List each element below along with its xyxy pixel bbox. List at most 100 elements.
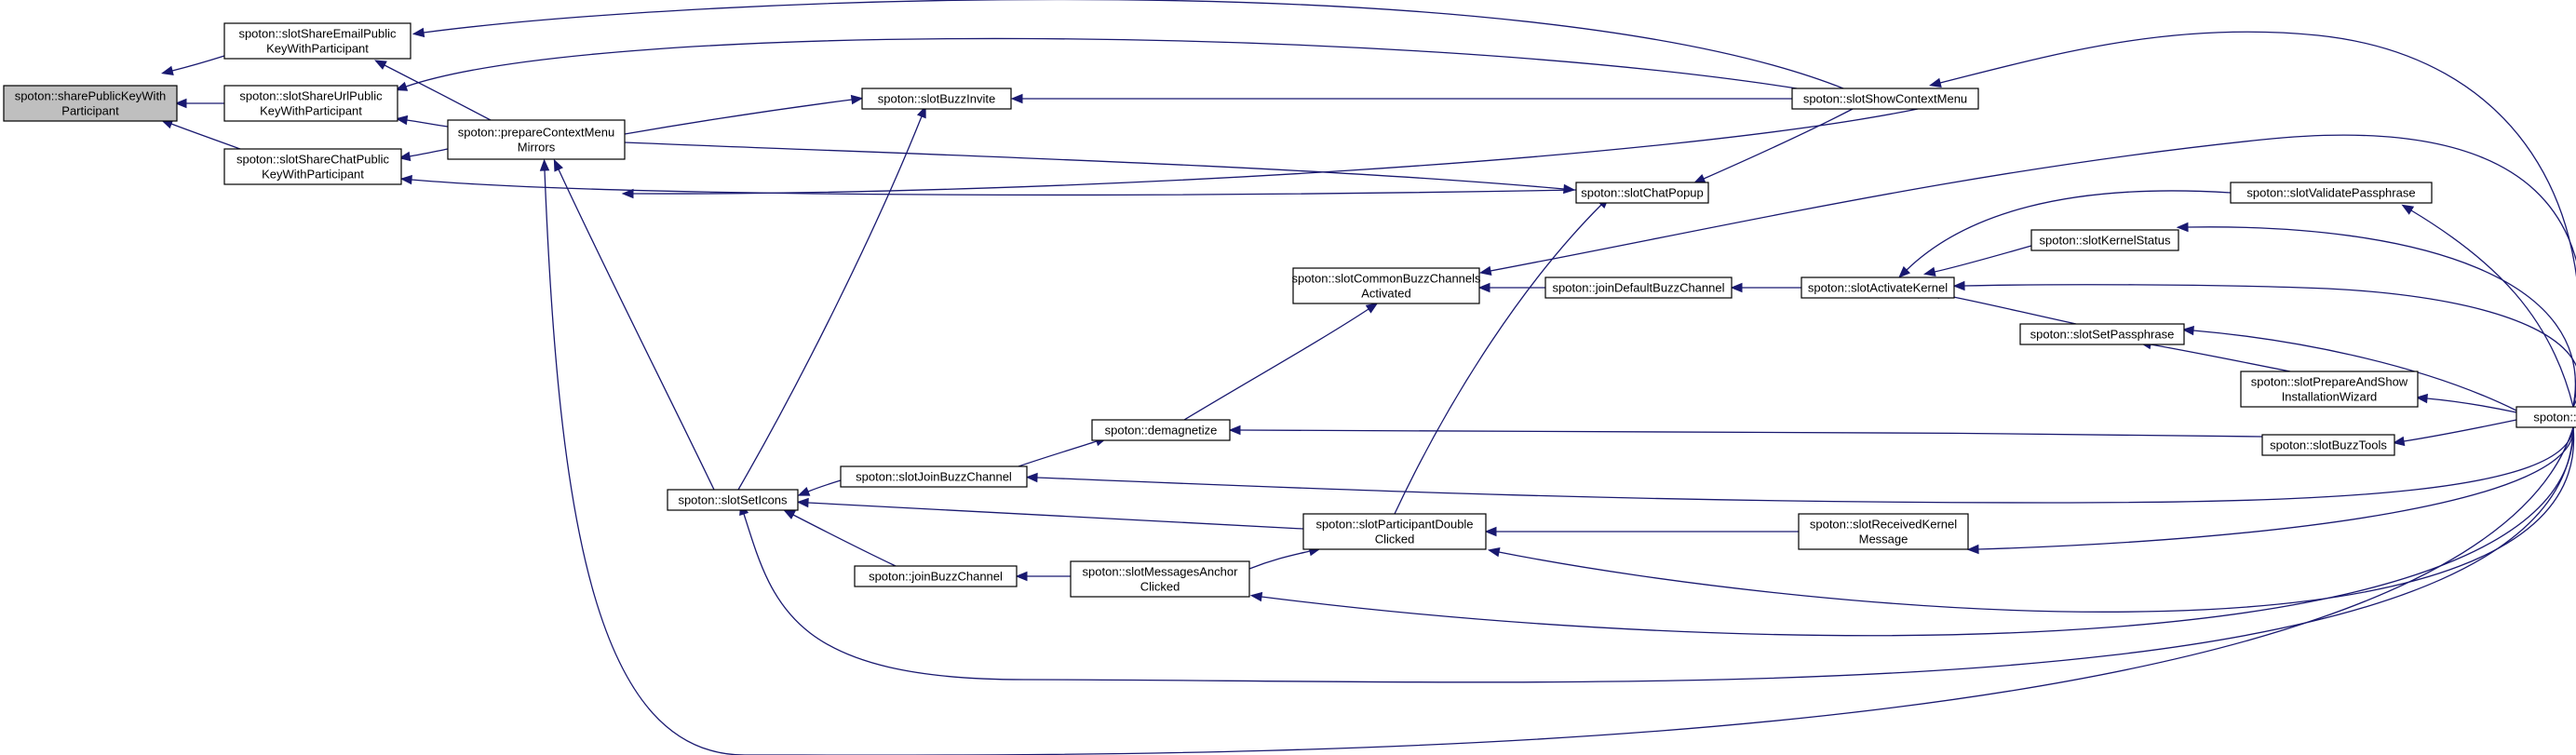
edge-line [384, 64, 492, 121]
node-box [1070, 560, 1250, 598]
edge-slot-kernel-status-to-slot-activate-kernel [1922, 245, 2032, 277]
edge-slot-show-context-menu-to-slot-share-url-public-key-with-participant [395, 37, 1798, 91]
edge-spoton-to-slot-activate-kernel [1952, 280, 2576, 408]
edge-spoton-to-slot-prepare-and-show-installation-wizard [2415, 393, 2517, 413]
node-label-line: spoton::joinDefaultBuzzChannel [1552, 281, 1724, 295]
node-label-line: spoton::slotMessagesAnchor [1083, 565, 1239, 579]
node-slot-chat-popup[interactable]: spoton::slotChatPopup [1575, 182, 1709, 204]
node-label-line: spoton::joinBuzzChannel [869, 570, 1003, 584]
edge-slot-show-context-menu-to-slot-share-email-public-key-with-participant [411, 0, 1844, 89]
edge-slot-share-url-public-key-with-participant-to-share-public-key-with-participant [174, 98, 224, 109]
node-box [223, 85, 398, 122]
edge-line [171, 55, 225, 72]
node-demagnetize[interactable]: spoton::demagnetize [1091, 419, 1231, 441]
edge-slot-chat-popup-to-slot-share-chat-public-key-with-participant [399, 174, 1577, 196]
node-slot-join-buzz-channel[interactable]: spoton::slotJoinBuzzChannel [840, 465, 1028, 488]
edge-line [624, 99, 853, 135]
edge-line [558, 169, 715, 491]
node-slot-buzz-invite[interactable]: spoton::slotBuzzInvite [861, 88, 1012, 110]
node-box [2515, 406, 2576, 428]
edge-slot-validate-passphrase-to-slot-activate-kernel [1898, 190, 2232, 278]
node-box [840, 465, 1028, 488]
edge-slot-set-icons-to-prepare-context-menu-mirrors [553, 158, 715, 491]
arrowhead [916, 105, 926, 119]
node-label-line: spoton::demagnetize [1105, 424, 1218, 438]
edge-line [2410, 209, 2574, 408]
edge-join-buzz-channel-to-slot-set-icons [783, 509, 897, 567]
node-slot-share-url-public-key-with-participant[interactable]: spoton::slotShareUrlPublicKeyWithPartici… [223, 85, 398, 122]
edge-prepare-context-menu-mirrors-to-slot-share-url-public-key-with-participant [395, 115, 449, 128]
edge-line [1183, 308, 1369, 421]
node-slot-activate-kernel[interactable]: spoton::slotActivateKernel [1801, 276, 1955, 299]
edge-spoton-to-slot-show-context-menu [1929, 31, 2576, 408]
node-slot-set-icons[interactable]: spoton::slotSetIcons [667, 489, 799, 511]
node-label-line: spoton::slotKernelStatus [2040, 234, 2171, 248]
node-join-buzz-channel[interactable]: spoton::joinBuzzChannel [854, 565, 1018, 587]
edge-line [405, 37, 1798, 89]
node-slot-kernel-status[interactable]: spoton::slotKernelStatus [2030, 229, 2179, 251]
edge-line [411, 179, 1577, 196]
edge-line [1498, 426, 2574, 613]
node-spoton[interactable]: spoton::spoton [2515, 406, 2576, 428]
arrowhead [161, 65, 174, 75]
arrowhead [1952, 280, 1965, 291]
arrowhead [1228, 425, 1241, 436]
node-box [1798, 513, 1969, 550]
node-label-line: KeyWithParticipant [262, 168, 364, 182]
edge-line [1261, 426, 2574, 637]
edge-prepare-context-menu-mirrors-to-slot-chat-popup [624, 142, 1576, 195]
node-label-line: Mirrors [518, 141, 556, 155]
edge-line [1036, 426, 2574, 504]
edge-line [544, 169, 2574, 755]
edge-line [743, 426, 2574, 683]
arrowhead [2176, 222, 2189, 233]
edge-line [406, 119, 449, 128]
node-slot-set-passphrase[interactable]: spoton::slotSetPassphrase [2019, 323, 2185, 345]
node-slot-share-chat-public-key-with-participant[interactable]: spoton::slotShareChatPublicKeyWithPartic… [223, 148, 402, 185]
edge-spoton-to-slot-kernel-status [2176, 222, 2576, 408]
node-label-line: spoton::slotCommonBuzzChannels [1291, 272, 1481, 286]
node-label-line: spoton::slotShareChatPublic [236, 153, 390, 167]
edge-spoton-to-prepare-context-menu-mirrors [539, 158, 2574, 755]
node-slot-show-context-menu[interactable]: spoton::slotShowContextMenu [1791, 88, 1979, 110]
node-box [1575, 182, 1709, 204]
arrowhead [1015, 571, 1028, 582]
arrowhead [850, 94, 864, 105]
arrowhead [539, 158, 550, 171]
arrowhead [1563, 183, 1576, 195]
edge-slot-share-email-public-key-with-participant-to-share-public-key-with-participant [161, 55, 225, 75]
arrowhead [1010, 93, 1023, 104]
arrowhead [1929, 77, 1942, 88]
node-label-line: spoton::prepareContextMenu [458, 126, 614, 140]
node-join-default-buzz-channel[interactable]: spoton::joinDefaultBuzzChannel [1544, 276, 1733, 299]
edge-prepare-context-menu-mirrors-to-slot-buzz-invite [624, 94, 864, 135]
node-label-line: spoton::slotBuzzInvite [878, 92, 995, 106]
edge-line [2426, 398, 2517, 413]
edge-line [1239, 429, 2263, 438]
edge-prepare-context-menu-mirrors-to-slot-share-chat-public-key-with-participant [398, 148, 449, 162]
edge-spoton-to-slot-common-buzz-channels-activated [1478, 134, 2576, 408]
edge-slot-participant-double-clicked-to-slot-chat-popup [1394, 196, 1610, 515]
node-slot-validate-passphrase[interactable]: spoton::slotValidatePassphrase [2230, 182, 2433, 204]
edge-line [2150, 344, 2291, 372]
node-slot-buzz-tools[interactable]: spoton::slotBuzzTools [2261, 434, 2395, 456]
node-label-line: spoton::sharePublicKeyWith [15, 89, 167, 103]
node-box [2261, 434, 2395, 456]
edge-slot-show-context-menu-to-slot-buzz-invite [1010, 93, 1792, 104]
node-slot-prepare-and-show-installation-wizard[interactable]: spoton::slotPrepareAndShowInstallationWi… [2240, 371, 2419, 408]
node-label-line: spoton::slotShowContextMenu [1803, 92, 1967, 106]
node-box [2240, 371, 2419, 408]
arrowhead [783, 509, 796, 519]
arrowhead [2392, 436, 2406, 447]
edge-slot-show-context-menu-to-slot-share-chat-public-key-with-participant [621, 108, 1919, 199]
edge-line [1703, 108, 1854, 180]
node-slot-share-email-public-key-with-participant[interactable]: spoton::slotShareEmailPublicKeyWithParti… [223, 22, 411, 60]
edge-line [737, 115, 923, 491]
